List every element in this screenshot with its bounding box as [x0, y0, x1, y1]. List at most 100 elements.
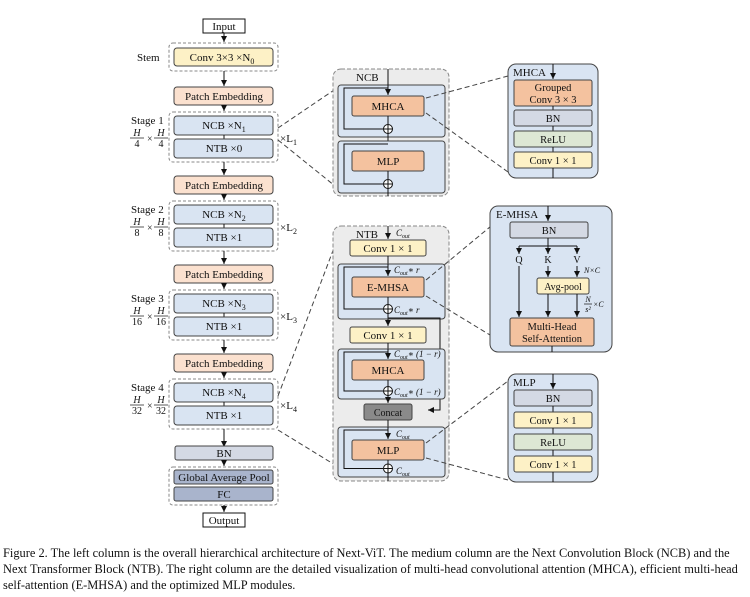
patch-embedding-label-2: Patch Embedding: [185, 180, 263, 192]
stage-res-num2-3: H: [156, 306, 165, 317]
stage-ncb-text-2: NCB ×N2: [202, 209, 246, 223]
patch-embedding-label-3: Patch Embedding: [185, 269, 263, 281]
ntb-mhca-label: MHCA: [371, 365, 404, 377]
stage-res-den-1: 4: [135, 139, 140, 150]
emhsa-ratio-mul: ×C: [593, 300, 604, 309]
mhca-relu-label: ReLU: [540, 135, 566, 146]
fc-box: [173, 486, 274, 502]
emhsa-detail-title: E-MHSA: [496, 209, 538, 221]
input-label: Input: [212, 21, 235, 33]
ntb-cout-1r-1: Cout∗ (1 − r): [394, 349, 441, 361]
ncb-title: NCB: [356, 72, 379, 84]
mhca-detail-title: MHCA: [513, 67, 546, 79]
emhsa-q-label: Q: [515, 255, 523, 266]
figure-caption: Figure 2. The left column is the overall…: [3, 546, 738, 592]
stage-ncb-text-3: NCB ×N3: [202, 298, 246, 312]
mlp-conv1-label: Conv 1 × 1: [529, 416, 576, 427]
stage-repeat-4: ×L4: [280, 400, 297, 414]
ntb-emhsa-label: E-MHSA: [367, 282, 409, 294]
emhsa-k-label: K: [544, 255, 552, 266]
emhsa-ratio-den: s²: [585, 305, 591, 314]
stage-res-num2-2: H: [156, 217, 165, 228]
mhca-detail-line-2: [425, 112, 509, 173]
mlp-detail-line: [425, 380, 509, 444]
stage-res-den2-4: 32: [156, 406, 166, 417]
mhsa-label-1: Multi-Head: [528, 322, 578, 333]
stage-repeat-2: ×L2: [280, 222, 297, 236]
ntb-cout-r-2: Cout∗ r: [394, 305, 420, 317]
stage-ncb-text-1: NCB ×N1: [202, 120, 246, 134]
head-group: [168, 466, 279, 506]
mhca-conv-label: Conv 1 × 1: [529, 156, 576, 167]
stage-res-num-4: H: [132, 395, 141, 406]
stage-label-1: Stage 1: [131, 115, 164, 127]
ntb-concat-label: Concat: [374, 408, 403, 419]
ntb-conv2-label: Conv 1 × 1: [363, 330, 412, 342]
ntb-cout-r-1: Cout∗ r: [394, 265, 420, 277]
ntb-conv1-label: Conv 1 × 1: [363, 243, 412, 255]
stage-label-3: Stage 3: [131, 293, 164, 305]
fc-label: FC: [217, 489, 230, 501]
output-label: Output: [209, 515, 240, 527]
mhca-bn-label: BN: [546, 114, 561, 125]
stage1-to-ncb-line-2: [277, 139, 341, 191]
avgpool-box: [536, 277, 590, 295]
ntb-title: NTB: [356, 229, 378, 241]
emhsa-bn-label: BN: [542, 226, 557, 237]
stage-label-4: Stage 4: [131, 382, 164, 394]
stage-res-den-3: 16: [132, 317, 142, 328]
stage-ntb-label-1: NTB ×0: [206, 143, 243, 155]
stage-repeat-1: ×L1: [280, 133, 297, 147]
stage-res-times-4: ×: [147, 401, 153, 412]
emhsa-nc-label: N×C: [583, 266, 601, 275]
output-box: [202, 512, 246, 528]
gap-label: Global Average Pool: [178, 472, 269, 484]
stem-conv-text: Conv 3×3 ×N0: [190, 52, 255, 66]
mhsa-label-2: Self-Attention: [522, 334, 583, 345]
stage-label-2: Stage 2: [131, 204, 164, 216]
stem-conv-box: [173, 47, 274, 67]
stage-ntb-label-4: NTB ×1: [206, 410, 242, 422]
stage-ntb-box-2: [173, 227, 274, 248]
stage-res-den-2: 8: [135, 228, 140, 239]
ntb-cout-mlp-in: Cout: [396, 429, 410, 441]
grouped-conv-line2: Conv 3 × 3: [529, 95, 576, 106]
stage-res-num-3: H: [132, 306, 141, 317]
stage-res-times-3: ×: [147, 312, 153, 323]
ntb-mlp-label: MLP: [377, 445, 400, 457]
mlp-bn-label: BN: [546, 394, 561, 405]
architecture-diagram: Input Stem Conv 3×3 ×N0 Patch EmbeddingN…: [130, 18, 613, 528]
mlp-detail-line-2: [425, 457, 509, 481]
ncb-mhca-label: MHCA: [371, 101, 404, 113]
stage-res-den2-1: 4: [159, 139, 164, 150]
stage-ncb-text-4: NCB ×N4: [202, 387, 246, 401]
mlp-conv2-label: Conv 1 × 1: [529, 460, 576, 471]
stage-repeat-3: ×L3: [280, 311, 297, 325]
stage-ntb-box-4: [173, 405, 274, 426]
patch-embedding-label-4: Patch Embedding: [185, 358, 263, 370]
stem-label: Stem: [137, 52, 160, 64]
final-bn-label: BN: [216, 448, 231, 460]
emhsa-v-label: V: [573, 255, 581, 266]
stage-ntb-box-3: [173, 316, 274, 337]
stem-group: [168, 42, 279, 72]
ncb-mlp-label: MLP: [377, 156, 400, 168]
stage-res-den2-2: 8: [159, 228, 164, 239]
stage-res-num2-1: H: [156, 128, 165, 139]
stage-res-den-4: 32: [132, 406, 142, 417]
ntb-cout-out: Cout: [396, 466, 410, 478]
stage-ntb-label-2: NTB ×1: [206, 232, 242, 244]
ntb-cout-1r-2: Cout∗ (1 − r): [394, 387, 441, 399]
stage-res-times-2: ×: [147, 223, 153, 234]
stage-res-num2-4: H: [156, 395, 165, 406]
stage-res-num-1: H: [132, 128, 141, 139]
stage-res-num-2: H: [132, 217, 141, 228]
emhsa-bn-box: [509, 221, 589, 239]
stage4-to-ntb-line-2: [277, 429, 341, 469]
stage-res-times-1: ×: [147, 134, 153, 145]
patch-embedding-label-1: Patch Embedding: [185, 91, 263, 103]
stage-ntb-label-3: NTB ×1: [206, 321, 242, 333]
stage1-to-ncb-line: [277, 85, 341, 129]
gap-box: [173, 469, 274, 485]
stage-res-den2-3: 16: [156, 317, 166, 328]
